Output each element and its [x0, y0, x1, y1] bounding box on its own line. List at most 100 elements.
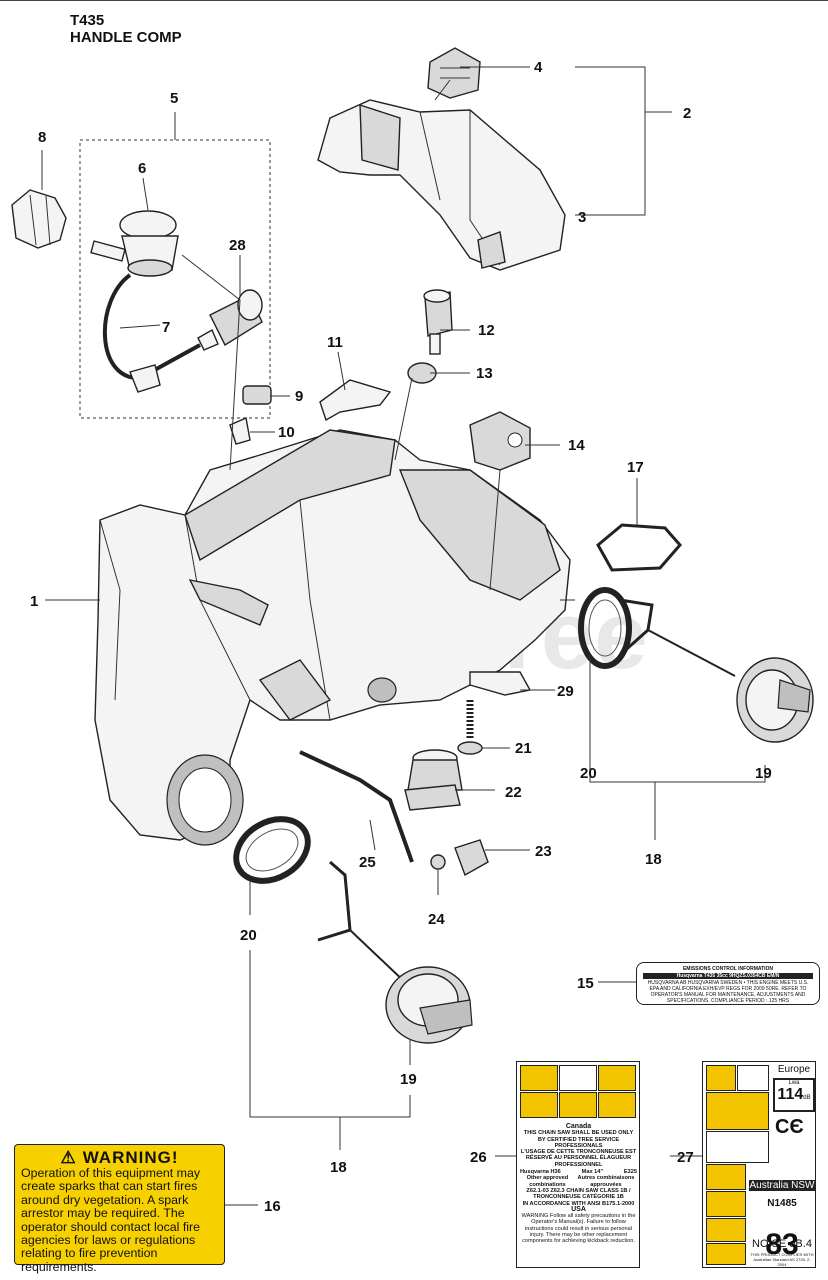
callout-2: 2: [683, 105, 691, 122]
emissions-heading: EMISSIONS CONTROL INFORMATION: [682, 966, 774, 972]
part-19-cap-right: [619, 598, 814, 743]
bar-info-row: Husqvarna H36 Max 14" E325: [520, 1169, 637, 1175]
callout-20-right: 20: [580, 765, 597, 782]
warning-triangle-icon: [520, 1065, 558, 1091]
kit-5-box: [79, 139, 271, 419]
other-approved-fr: Autres combinaisons approuvées: [577, 1175, 635, 1188]
part-14-mount: [469, 411, 531, 471]
top-border: [0, 0, 828, 1]
part-9: [242, 385, 272, 405]
part-17-gasket: [596, 523, 682, 572]
callout-14: 14: [568, 437, 585, 454]
ppe-icon: [706, 1092, 769, 1130]
part-1-handle-body: [94, 429, 571, 846]
compliance-footer: THIS PRODUCT COMPLIES WITH Australian St…: [750, 1252, 814, 1267]
part-14-hole: [507, 432, 523, 448]
callout-13: 13: [476, 365, 493, 382]
callout-21: 21: [515, 740, 532, 757]
part-6-switch: [119, 210, 179, 277]
lwa-unit: dB: [803, 1095, 811, 1101]
warning-triangle-icon: ⚠: [60, 1148, 77, 1167]
region-australia: Australia NSW: [749, 1180, 815, 1191]
australia-code: N1485: [767, 1198, 797, 1209]
usa-warning-text: WARNING Follow all safety precautions in…: [521, 1213, 636, 1245]
warning-triangle-icon: [706, 1065, 736, 1091]
part-12-filter: [423, 289, 453, 355]
lwa-value: 114: [777, 1086, 804, 1103]
callout-29: 29: [557, 683, 574, 700]
callout-12: 12: [478, 322, 495, 339]
callout-11: 11: [327, 334, 343, 351]
callout-1: 1: [30, 593, 38, 610]
manual-book-icon: [737, 1065, 769, 1091]
part-19-cap-left: [317, 860, 473, 1044]
callout-18-right: 18: [645, 851, 662, 868]
csa-code: E325: [623, 1169, 637, 1176]
helmet-icon: [598, 1065, 636, 1091]
part-29-clip: [469, 671, 532, 696]
callout-3: 3: [578, 209, 586, 226]
callout-17: 17: [627, 459, 644, 476]
callout-10: 10: [278, 424, 295, 441]
leader-lines: [41, 66, 766, 1206]
callout-8: 8: [38, 129, 46, 146]
part-11-bracket: [319, 379, 392, 422]
ansi-standard: IN ACCORDANCE WITH ANSI B175.1-2000: [522, 1200, 635, 1207]
callout-18-left: 18: [330, 1159, 347, 1176]
canada-text-fr: L'USAGE DE CETTE TRONCONNEUSE EST RÉSERV…: [520, 1149, 637, 1168]
emissions-text: HUSQVARNA AB HUSQVARNA SWEDEN • THIS ENG…: [647, 980, 809, 1004]
no-one-hand-icon: [706, 1191, 746, 1217]
callout-9: 9: [295, 388, 303, 405]
part-22-boot: [404, 749, 463, 811]
canada-heading: Canada: [565, 1123, 592, 1130]
part-top-cover: [317, 99, 566, 271]
callout-26: 26: [470, 1149, 487, 1166]
lwa-label: Lwa: [788, 1080, 800, 1086]
callout-4: 4: [534, 59, 543, 76]
noise-value: 83: [765, 1228, 799, 1261]
ce-mark-icon: CЄ: [775, 1116, 804, 1138]
callout-6: 6: [138, 160, 146, 177]
part-10: [229, 417, 251, 445]
manual-book-icon: [559, 1065, 597, 1091]
bar-model: Husqvarna H36: [520, 1169, 561, 1176]
callout-28: 28: [229, 237, 246, 254]
lwa-box: Lwa 114dB: [773, 1078, 815, 1112]
part-20-gasket-left: [233, 816, 311, 884]
canada-decal-26: Canada THIS CHAIN SAW SHALL BE USED ONLY…: [516, 1061, 640, 1268]
part-7-wire: [102, 273, 201, 381]
callout-20-left: 20: [240, 927, 257, 944]
callout-25: 25: [359, 854, 376, 871]
callout-19-left: 19: [400, 1071, 417, 1088]
part-20-gasket-right: [578, 587, 632, 669]
gloves-icon: [706, 1164, 746, 1190]
noise-label: NOISE dB.4: [752, 1238, 812, 1250]
callout-19-right: 19: [755, 765, 772, 782]
part-21-screw: [457, 700, 483, 755]
part-7-connector: [129, 364, 161, 393]
part-8-grommet: [11, 189, 126, 262]
warning-heading-row: ⚠WARNING!: [21, 1148, 218, 1167]
callout-5: 5: [170, 90, 178, 107]
callout-22: 22: [505, 784, 522, 801]
callout-15: 15: [577, 975, 594, 992]
callout-27: 27: [677, 1149, 694, 1166]
callout-24: 24: [428, 911, 445, 928]
warning-text: Operation of this equipment may create s…: [21, 1166, 201, 1274]
canada-text-en: THIS CHAIN SAW SHALL BE USED ONLY BY CER…: [523, 1130, 634, 1149]
callout-23: 23: [535, 843, 552, 860]
csa-standard: Z62.1-03 Z62.3 CHAIN SAW CLASS 1B / TRON…: [526, 1187, 631, 1201]
callout-7: 7: [162, 319, 170, 336]
assembly-title: HANDLE COMP: [70, 29, 182, 46]
warning-label-16: ⚠WARNING! Operation of this equipment ma…: [14, 1144, 225, 1274]
kickback-icon: [598, 1092, 636, 1118]
emissions-model: Husqvarna T435 35cc 9HQZS.0354CB EM/N: [643, 973, 813, 979]
part-24-nut: [430, 854, 446, 870]
no-tip-contact-icon: [706, 1243, 746, 1265]
model-title: T435: [70, 12, 105, 29]
approved-row: Other approved combinations Autres combi…: [520, 1175, 637, 1188]
two-hand-operation-icon: [706, 1131, 769, 1163]
other-approved-en: Other approved combinations: [526, 1175, 569, 1188]
gloves-icon: [520, 1092, 558, 1118]
